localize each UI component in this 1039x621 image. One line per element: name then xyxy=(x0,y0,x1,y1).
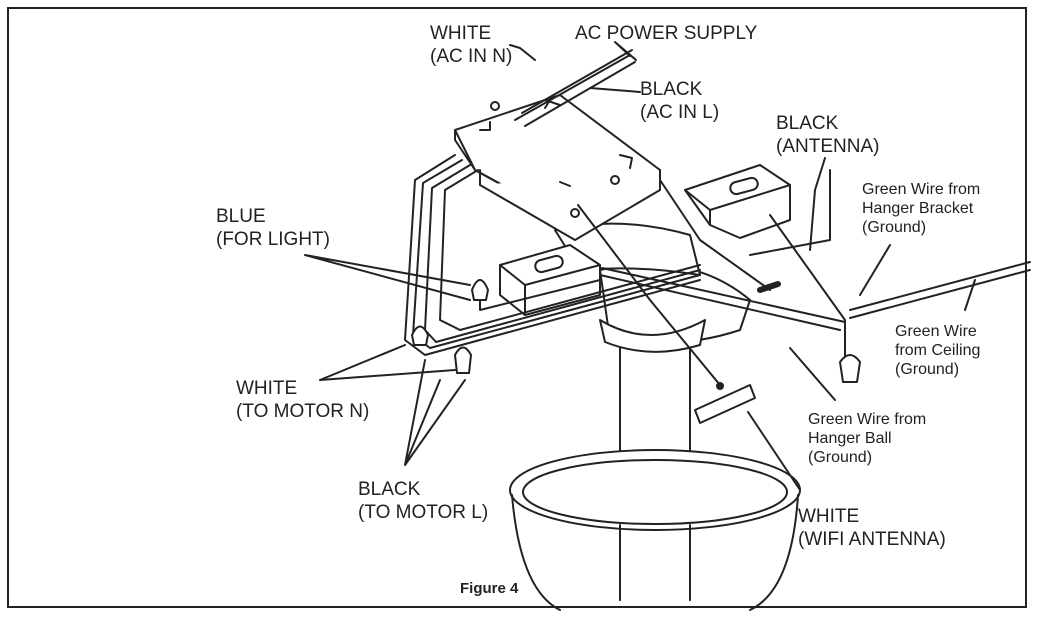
leader-green-bracket xyxy=(859,244,891,296)
label-black-antenna: BLACK (ANTENNA) xyxy=(776,113,880,157)
leader-white-wifi xyxy=(747,411,801,491)
leader-white-motor xyxy=(319,344,456,381)
leader-blue xyxy=(304,254,471,301)
label-white-to-motor-n: WHITE (TO MOTOR N) xyxy=(236,378,370,422)
figure-caption: Figure 4 xyxy=(460,580,519,597)
label-green-hanger-bracket: Green Wire from Hanger Bracket (Ground) xyxy=(862,181,981,236)
figure-frame xyxy=(7,7,1027,608)
leader-black-antenna xyxy=(809,157,826,251)
label-white-wifi-antenna: WHITE (WIFI ANTENNA) xyxy=(798,506,946,550)
wire-bundle xyxy=(404,154,701,356)
antenna-wire-white xyxy=(577,204,721,386)
label-green-hanger-ball: Green Wire from Hanger Ball (Ground) xyxy=(808,411,927,466)
ac-wire-white xyxy=(514,54,631,121)
wire-nut-ground xyxy=(839,354,861,383)
leader-green-ceiling xyxy=(964,279,976,311)
bowl-body xyxy=(511,494,799,611)
antenna-wire-black xyxy=(659,179,771,291)
bracket-left xyxy=(499,244,601,316)
leader-green-ball xyxy=(789,347,836,401)
ground-wire-bracket xyxy=(769,214,846,361)
label-blue-for-light: BLUE (FOR LIGHT) xyxy=(216,206,330,250)
wire-nut-2 xyxy=(454,346,472,374)
downrod-top xyxy=(599,319,706,353)
label-black-ac-in-l: BLACK (AC IN L) xyxy=(640,79,720,123)
antenna-tag xyxy=(694,384,756,424)
leader-black-ac xyxy=(589,87,641,93)
label-green-ceiling: Green Wire from Ceiling (Ground) xyxy=(895,323,981,378)
ground-wire-ball xyxy=(599,274,841,331)
ac-wire-black xyxy=(524,61,636,127)
ground-wire-ceiling xyxy=(849,261,1031,319)
leader-ac-power xyxy=(614,41,637,61)
label-white-ac-in-n: WHITE (AC IN N) xyxy=(430,23,513,67)
leader-black-motor xyxy=(404,359,466,466)
label-ac-power-supply: AC POWER SUPPLY xyxy=(575,23,758,44)
ceiling-line xyxy=(749,169,831,256)
leader-white-ac xyxy=(509,44,536,61)
bowl-rim xyxy=(509,449,801,531)
label-black-to-motor-l: BLACK (TO MOTOR L) xyxy=(358,479,489,523)
wire-nut-1 xyxy=(411,325,429,346)
